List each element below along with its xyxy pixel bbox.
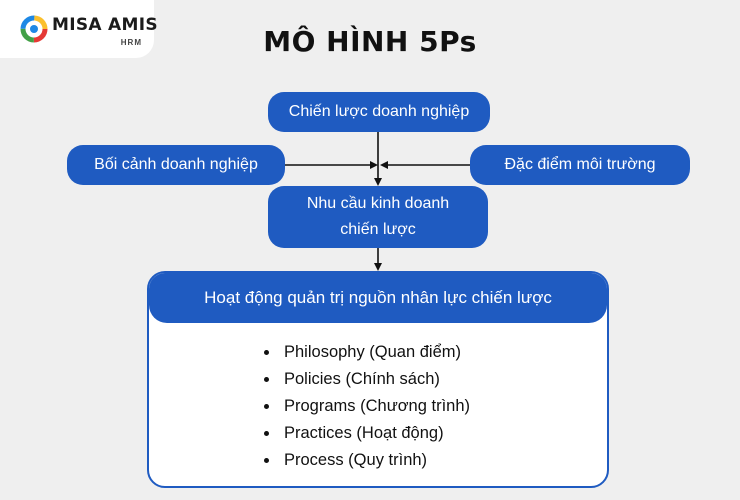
- needs-label-line2: chiến lược: [340, 221, 416, 238]
- list-item: Process (Quy trình): [280, 447, 470, 474]
- list-item: Philosophy (Quan điểm): [280, 339, 470, 366]
- activities-list: Philosophy (Quan điểm) Policies (Chính s…: [280, 339, 470, 474]
- page-title: MÔ HÌNH 5Ps: [263, 25, 477, 58]
- environment-box: Đặc điểm môi trường: [470, 145, 690, 185]
- list-item: Programs (Chương trình): [280, 393, 470, 420]
- logo-name: MISA AMIS: [52, 15, 158, 35]
- activities-header-label: Hoạt động quản trị nguồn nhân lực chiến …: [204, 288, 552, 307]
- activities-header: Hoạt động quản trị nguồn nhân lực chiến …: [149, 273, 607, 323]
- context-label: Bối cảnh doanh nghiệp: [94, 156, 258, 173]
- activities-panel: Hoạt động quản trị nguồn nhân lực chiến …: [147, 271, 609, 488]
- list-item: Policies (Chính sách): [280, 366, 470, 393]
- environment-label: Đặc điểm môi trường: [504, 156, 656, 173]
- brand-logo: MISA AMIS HRM: [0, 0, 158, 58]
- needs-box: Nhu cầu kinh doanh chiến lược: [268, 186, 488, 248]
- strategy-label: Chiến lược doanh nghiệp: [288, 103, 470, 120]
- strategy-box: Chiến lược doanh nghiệp: [268, 92, 490, 132]
- context-box: Bối cảnh doanh nghiệp: [67, 145, 285, 185]
- logo-subtitle: HRM: [120, 38, 142, 47]
- needs-label-line1: Nhu cầu kinh doanh: [306, 195, 450, 212]
- list-item: Practices (Hoạt động): [280, 420, 470, 447]
- misa-logo-icon: [20, 15, 48, 43]
